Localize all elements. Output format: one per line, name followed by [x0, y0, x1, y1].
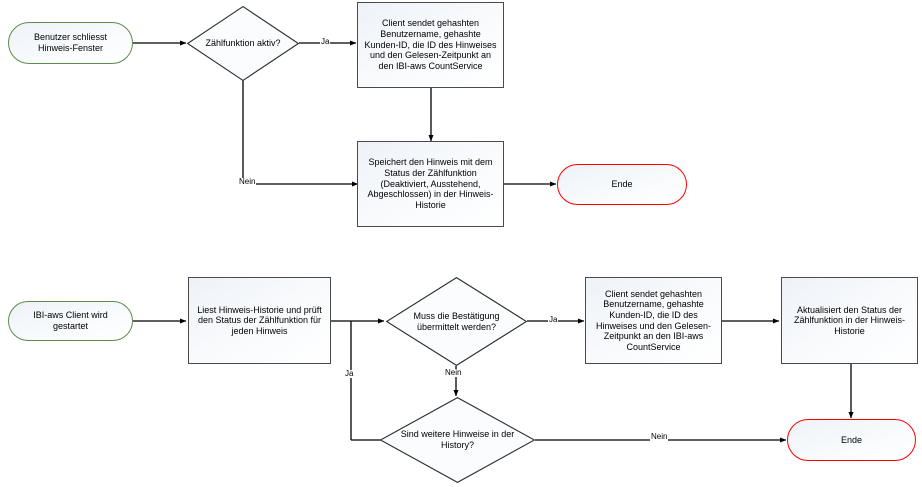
node-ende-1[interactable]: Ende [557, 164, 687, 205]
node-label: Client sendet gehashten Benutzername, ge… [364, 18, 497, 71]
node-ende-2[interactable]: Ende [787, 419, 916, 461]
node-sind-weitere-hinweise[interactable]: Sind weitere Hinweise in der History? [380, 397, 535, 483]
node-client-sendet-gehashten-1[interactable]: Client sendet gehashten Benutzername, ge… [357, 2, 504, 88]
edge-label-ja-2: Ja [548, 315, 559, 324]
node-label: Ende [611, 179, 633, 190]
diamond-shape [187, 6, 299, 81]
node-speichert-hinweis-status[interactable]: Speichert den Hinweis mit dem Status der… [357, 141, 504, 227]
node-ibi-aws-client-wird-gestartet[interactable]: IBI-aws Client wird gestartet [8, 301, 133, 341]
diamond-shape [380, 397, 535, 483]
edge-label-nein-1: Nein [238, 177, 257, 186]
node-label: Liest Hinweis-Historie und prüft den Sta… [197, 304, 322, 336]
diamond-shape [386, 277, 527, 366]
node-label: IBI-aws Client wird gestartet [33, 310, 108, 331]
node-label: Muss die Bestätigung übermittelt werden? [413, 310, 500, 332]
node-label: Sind weitere Hinweise in der History? [400, 429, 515, 450]
node-liest-hinweis-historie[interactable]: Liest Hinweis-Historie und prüft den Sta… [188, 277, 331, 364]
node-label: Speichert den Hinweis mit dem Status der… [367, 157, 494, 210]
node-label: Ende [840, 434, 863, 445]
node-label: Client sendet gehashten Benutzername, ge… [595, 288, 712, 352]
node-label: Benutzer schliesst Hinweis-Fenster [33, 32, 108, 53]
node-zaehlfunktion-aktiv[interactable]: Zählfunktion aktiv? [187, 6, 299, 81]
edge-label-ja-loop: Ja [344, 369, 355, 378]
edge-label-nein-3: Nein [650, 432, 669, 441]
node-label: Zählfunktion aktiv? [205, 38, 281, 49]
node-muss-bestaetigung-uebermittelt[interactable]: Muss die Bestätigung übermittelt werden? [386, 277, 527, 366]
node-benutzer-schliesst-hinweis-fenster[interactable]: Benutzer schliesst Hinweis-Fenster [8, 22, 133, 64]
edge-label-nein-2: Nein [444, 368, 463, 377]
node-aktualisiert-status-zaehlfunktion[interactable]: Aktualisiert den Status der Zählfunktion… [781, 277, 918, 364]
edge-label-ja-1: Ja [320, 37, 331, 46]
node-client-sendet-gehashten-2[interactable]: Client sendet gehashten Benutzername, ge… [585, 277, 722, 364]
node-label: Aktualisiert den Status der Zählfunktion… [793, 304, 906, 336]
